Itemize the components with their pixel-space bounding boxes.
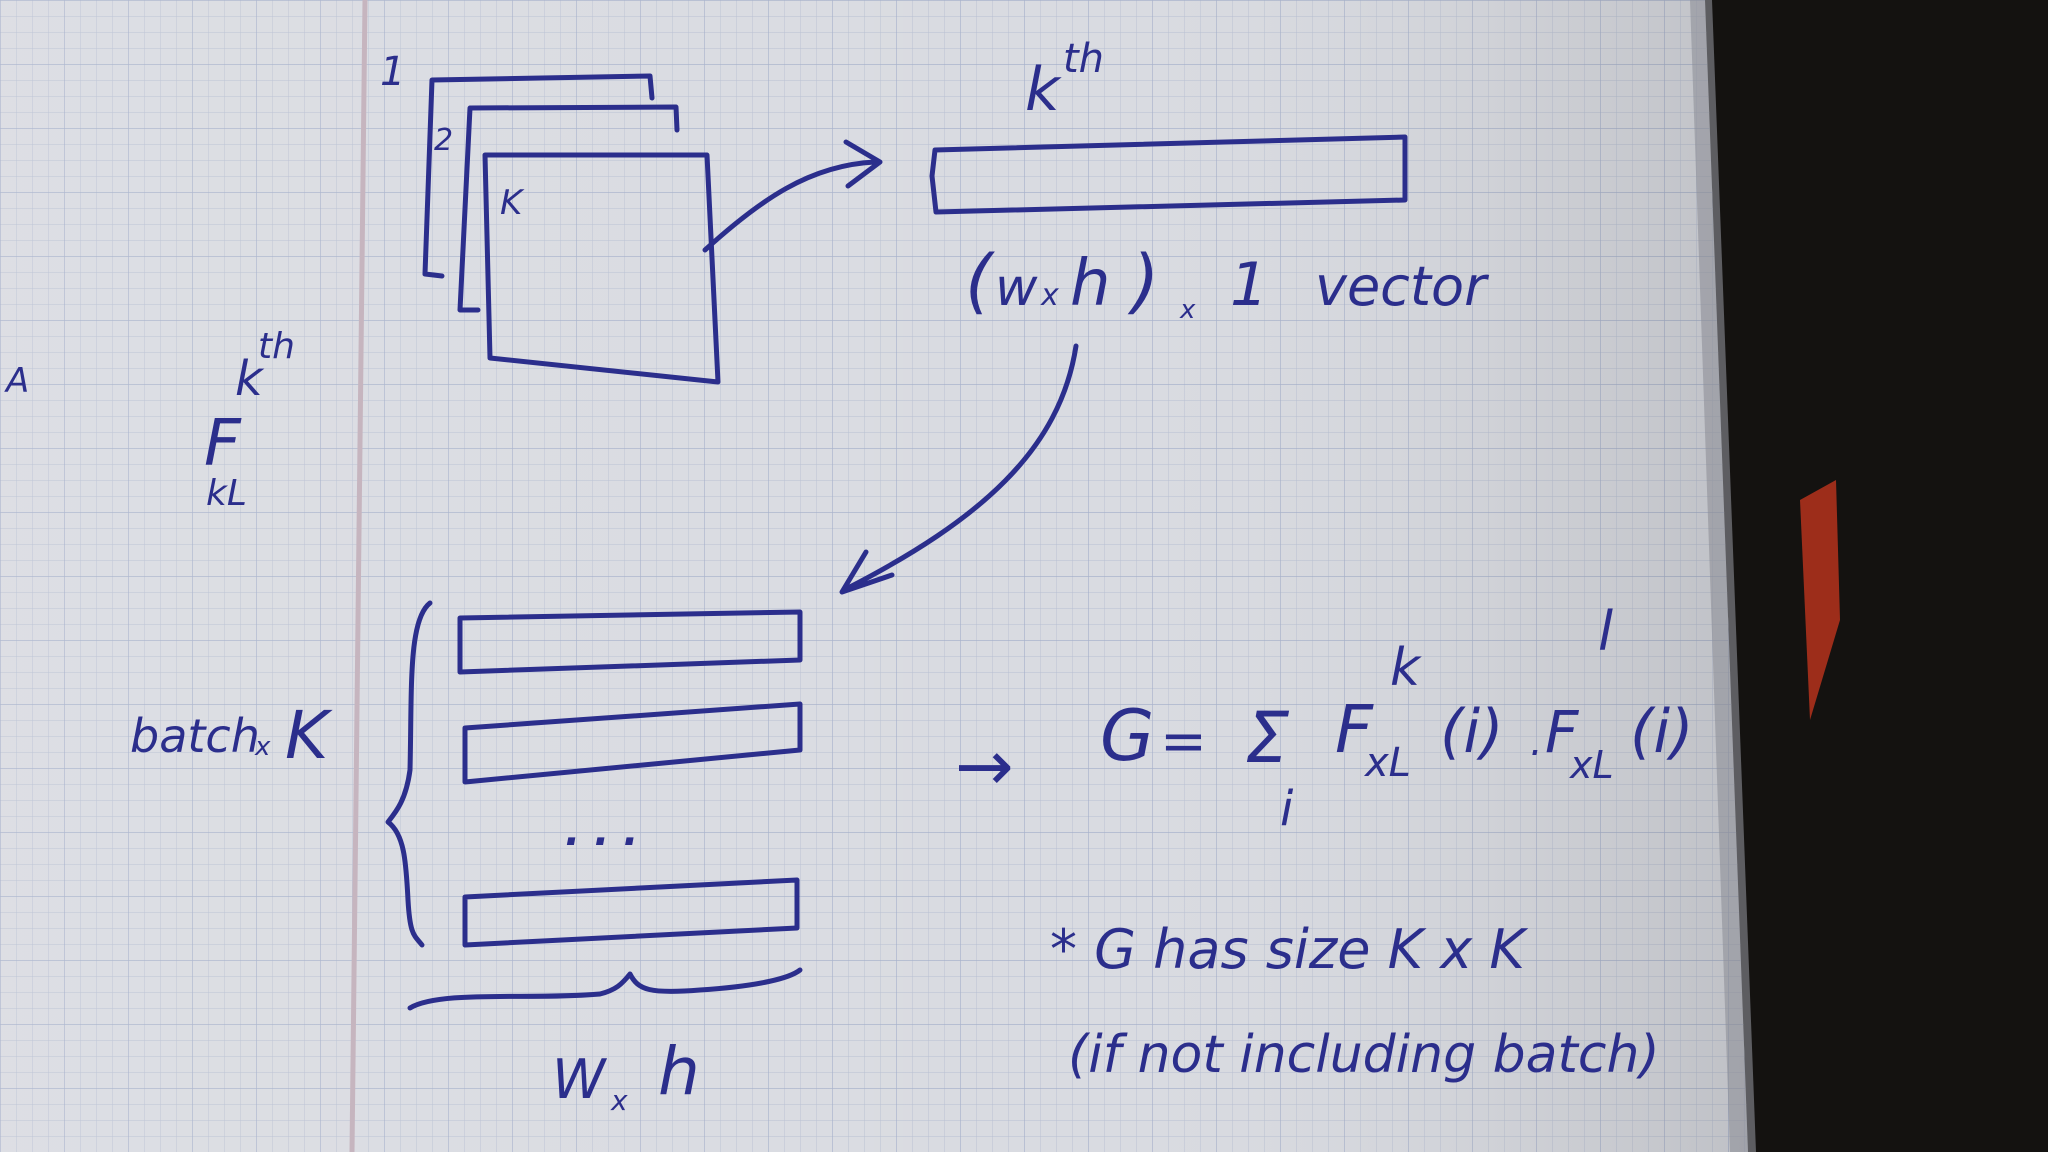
- feature-sup-th: th: [258, 326, 295, 367]
- note-line-2: (if not including batch): [1068, 1025, 1660, 1085]
- formula-sum-index: i: [1280, 781, 1294, 837]
- batch-ellipsis: . . .: [565, 809, 638, 855]
- width-w: W: [552, 1048, 608, 1111]
- batch-row-n: [462, 877, 800, 948]
- feature-sub: kL: [206, 473, 247, 514]
- feature-map-2: [457, 104, 680, 313]
- arrow-to-vector: [702, 139, 883, 253]
- width-h: h: [658, 1033, 700, 1110]
- frame-label-1: 1: [380, 49, 405, 95]
- feature-sup-k: k: [235, 351, 265, 407]
- batch-times: x: [254, 732, 271, 762]
- formula-f2: F: [1545, 698, 1580, 766]
- batch-row-1: [457, 609, 803, 675]
- vector-one: 1: [1230, 250, 1268, 320]
- formula-f2-arg: (i): [1630, 697, 1694, 767]
- formula-f1-sub: xL: [1363, 740, 1411, 786]
- margin-line: [349, 0, 368, 1152]
- vector-word: vector: [1315, 255, 1489, 318]
- vector-w: w: [995, 258, 1038, 318]
- arrow-to-batch: [839, 343, 1079, 595]
- vector-bar: [929, 134, 1408, 215]
- feature-letter: F: [204, 407, 242, 481]
- batch-brace: [385, 600, 433, 948]
- formula-f1: F: [1335, 691, 1374, 768]
- feature-map-stack: [422, 73, 721, 385]
- vector-h: h: [1070, 247, 1111, 321]
- formula-f1-sup: k: [1390, 638, 1422, 698]
- formula-arrow: →: [955, 725, 1014, 807]
- frame-label-2: 2: [434, 123, 453, 158]
- formula-f2-sup: l: [1598, 600, 1613, 663]
- formula-f1-arg: (i): [1440, 697, 1504, 767]
- vector-times: x: [1040, 278, 1059, 313]
- formula-f2-sub: xL: [1569, 743, 1614, 787]
- note-line-1: * G has size K x K: [1050, 918, 1528, 981]
- batch-word: batch: [130, 709, 260, 763]
- batch-row-2: [462, 701, 803, 785]
- formula-dot: .: [1530, 719, 1543, 765]
- width-brace: [407, 967, 803, 1011]
- feature-map-1: [422, 73, 655, 279]
- page-edge-shadow: [1690, 0, 1756, 1152]
- vector-close: ): [1127, 240, 1159, 322]
- batch-rows: [457, 609, 803, 948]
- width-times: x: [610, 1084, 628, 1117]
- batch-k: K: [285, 697, 333, 774]
- vector-open: (: [965, 240, 995, 322]
- vector-times-2: x: [1179, 295, 1196, 325]
- index-k: k: [1025, 55, 1062, 125]
- formula-lhs: G: [1100, 695, 1154, 777]
- frame-label-k: K: [500, 183, 525, 223]
- formula-sum: Σ: [1245, 697, 1290, 779]
- feature-map-k: [482, 152, 721, 385]
- formula-eq: =: [1160, 709, 1207, 774]
- margin-mark: A: [4, 361, 29, 401]
- index-th: th: [1063, 36, 1104, 82]
- red-accent: [1800, 480, 1840, 720]
